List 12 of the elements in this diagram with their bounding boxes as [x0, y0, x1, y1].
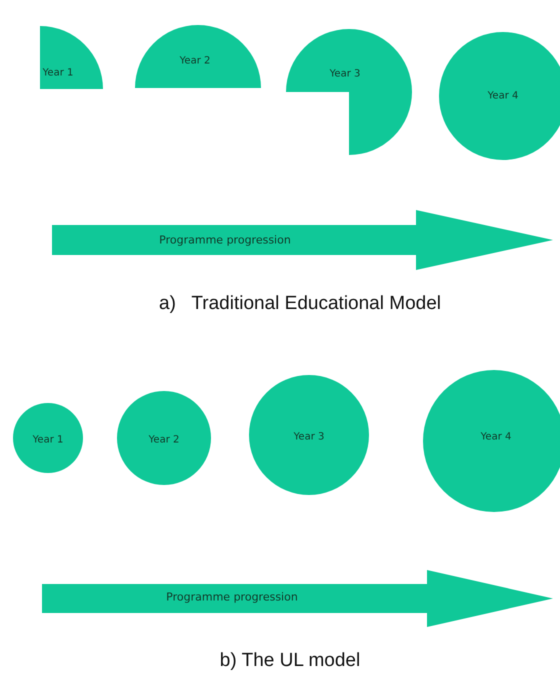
shape-label: Year 4: [488, 90, 518, 102]
shape-label: Year 3: [294, 432, 324, 442]
figure-caption: a) Traditional Educational Model: [159, 293, 441, 315]
shape-label: Year 3: [330, 68, 360, 80]
shape-label: Year 1: [32, 434, 64, 446]
shape-label: Programme progression: [166, 590, 298, 604]
figure-caption: b) The UL model: [220, 650, 360, 672]
shape-label: Year 2: [180, 56, 210, 66]
shape-label: Year 4: [480, 432, 512, 442]
shape-label: Year 2: [148, 434, 180, 446]
shape-label: Programme progression: [159, 234, 291, 246]
shape-label: Year 1: [42, 68, 74, 78]
